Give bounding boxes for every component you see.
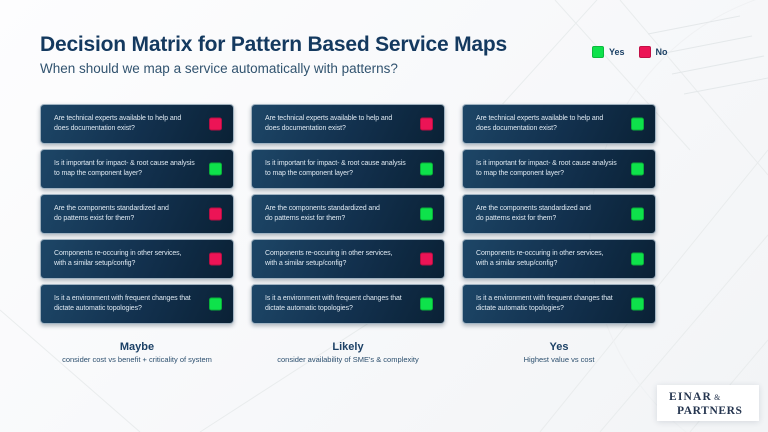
question-text: Is it a environment with frequent change… — [265, 294, 402, 313]
question-card: Are technical experts available to help … — [40, 104, 234, 144]
question-text: Components re-occuring in other services… — [476, 249, 604, 268]
question-card: Is it a environment with frequent change… — [462, 284, 656, 324]
answer-no-indicator — [209, 117, 222, 131]
answer-yes-indicator — [420, 162, 433, 176]
answer-yes-indicator — [631, 117, 644, 131]
question-text: Are the components standardized and do p… — [265, 204, 380, 223]
column-footer-maybe: Maybe consider cost vs benefit + critical… — [40, 341, 234, 364]
legend-item-no: No — [638, 46, 668, 58]
column-verdict-note: Highest value vs cost — [523, 355, 595, 364]
answer-yes-indicator — [631, 207, 644, 221]
column-verdict-label: Yes — [549, 341, 569, 353]
answer-yes-indicator — [631, 162, 644, 176]
column-verdict-note: consider availability of SME's & complex… — [277, 355, 419, 364]
question-card: Are the components standardized and do p… — [251, 194, 445, 234]
legend-item-yes: Yes — [592, 46, 625, 58]
question-text: Is it a environment with frequent change… — [54, 294, 191, 313]
question-text: Are the components standardized and do p… — [54, 204, 169, 223]
yes-swatch-icon — [592, 46, 604, 58]
question-text: Components re-occuring in other services… — [265, 249, 393, 268]
company-logo: EINAR& PARTNERS — [657, 385, 759, 421]
column-footer-likely: Likely consider availability of SME's & c… — [251, 341, 445, 364]
question-card: Are technical experts available to help … — [462, 104, 656, 144]
logo-line-2: PARTNERS — [677, 404, 743, 417]
question-text: Is it important for impact- & root cause… — [265, 159, 406, 178]
question-text: Components re-occuring in other services… — [54, 249, 182, 268]
answer-yes-indicator — [631, 252, 644, 266]
answer-yes-indicator — [209, 297, 222, 311]
matrix-column-maybe: Are technical experts available to help … — [40, 104, 234, 364]
question-card: Is it a environment with frequent change… — [40, 284, 234, 324]
question-card: Are the components standardized and do p… — [462, 194, 656, 234]
question-card: Are the components standardized and do p… — [40, 194, 234, 234]
answer-yes-indicator — [420, 297, 433, 311]
answer-no-indicator — [420, 117, 433, 131]
question-text: Is it important for impact- & root cause… — [476, 159, 617, 178]
column-verdict-note: consider cost vs benefit + criticality o… — [62, 355, 212, 364]
answer-no-indicator — [420, 252, 433, 266]
answer-no-indicator — [209, 207, 222, 221]
question-card: Is it important for impact- & root cause… — [462, 149, 656, 189]
matrix-columns: Are technical experts available to help … — [40, 104, 656, 364]
question-card: Are technical experts available to help … — [251, 104, 445, 144]
question-card: Is it a environment with frequent change… — [251, 284, 445, 324]
question-card: Is it important for impact- & root cause… — [40, 149, 234, 189]
legend: Yes No — [592, 46, 668, 58]
question-text: Is it a environment with frequent change… — [476, 294, 613, 313]
question-text: Are technical experts available to help … — [54, 114, 182, 133]
page-subtitle: When should we map a service automatical… — [40, 61, 398, 76]
legend-no-label: No — [655, 47, 668, 57]
page-title: Decision Matrix for Pattern Based Servic… — [40, 33, 507, 56]
column-verdict-label: Maybe — [119, 341, 155, 353]
answer-yes-indicator — [420, 207, 433, 221]
question-text: Are technical experts available to help … — [265, 114, 393, 133]
matrix-column-yes: Are technical experts available to help … — [462, 104, 656, 364]
question-text: Are the components standardized and do p… — [476, 204, 591, 223]
question-card: Is it important for impact- & root cause… — [251, 149, 445, 189]
answer-no-indicator — [209, 252, 222, 266]
logo-line-1: EINAR& — [669, 390, 721, 403]
column-verdict-label: Likely — [332, 341, 364, 353]
answer-yes-indicator — [209, 162, 222, 176]
legend-yes-label: Yes — [609, 47, 625, 57]
question-card: Components re-occuring in other services… — [40, 239, 234, 279]
question-text: Are technical experts available to help … — [476, 114, 604, 133]
matrix-column-likely: Are technical experts available to help … — [251, 104, 445, 364]
question-card: Components re-occuring in other services… — [462, 239, 656, 279]
no-swatch-icon — [638, 46, 651, 58]
question-card: Components re-occuring in other services… — [251, 239, 445, 279]
question-text: Is it important for impact- & root cause… — [54, 159, 195, 178]
answer-yes-indicator — [631, 297, 644, 311]
